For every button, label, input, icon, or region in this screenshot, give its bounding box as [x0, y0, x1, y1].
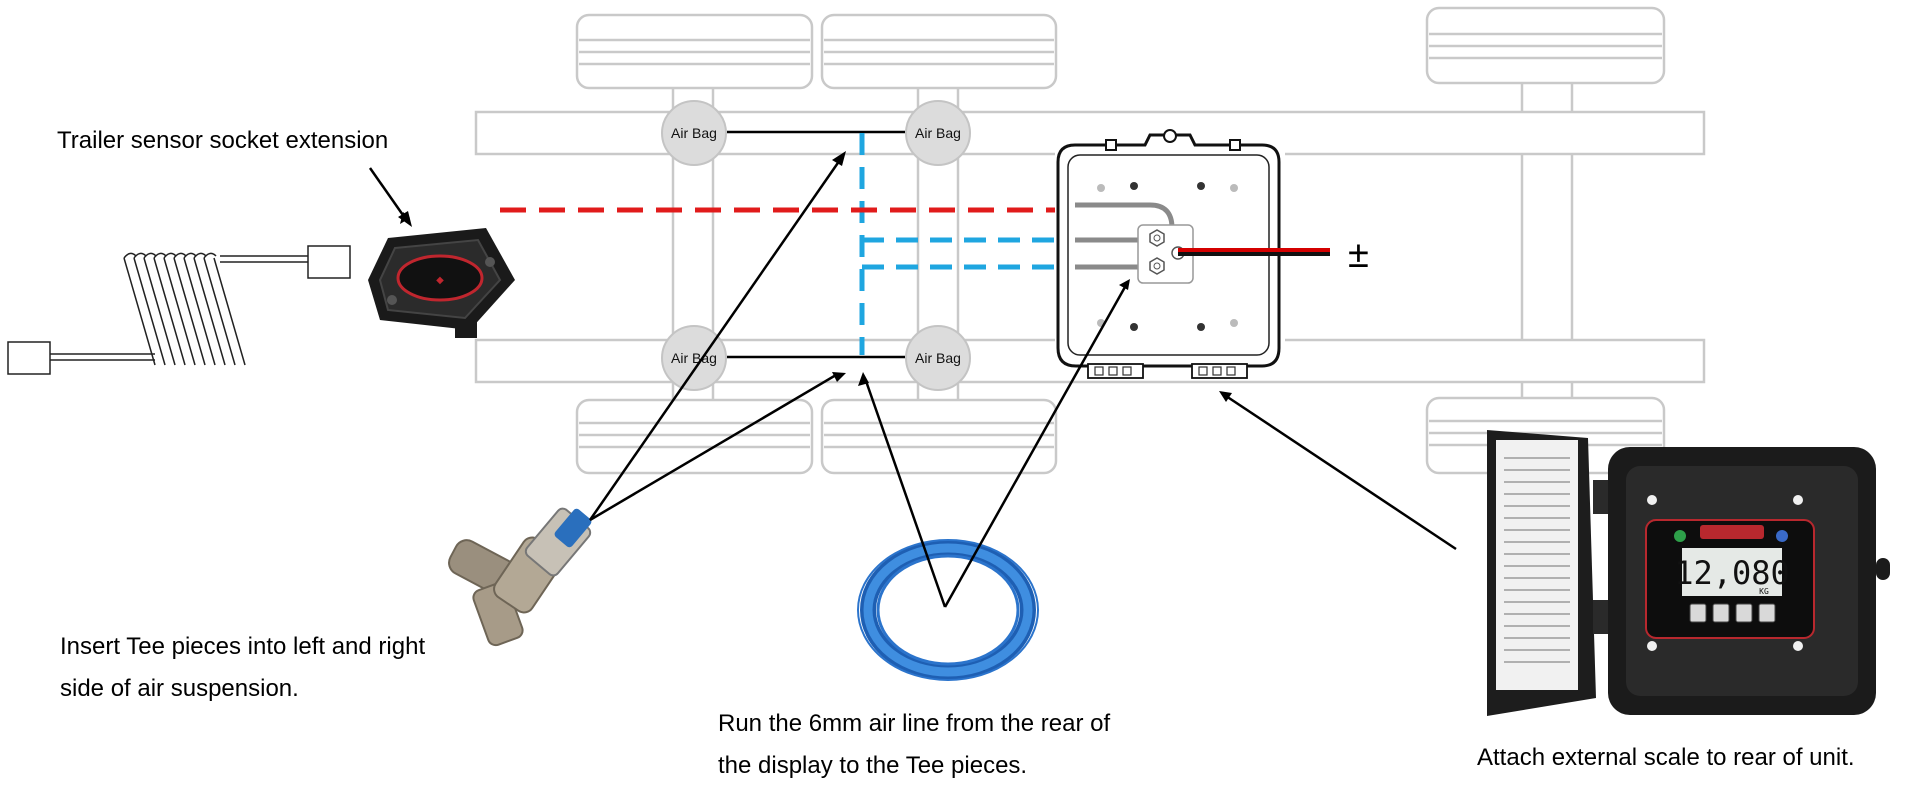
power-lead [1178, 248, 1330, 256]
pointer-arrows [588, 156, 1457, 608]
tee-label-line-2: side of air suspension. [60, 675, 299, 702]
air-bag-label: Air Bag [671, 350, 717, 366]
pointer-arrowheads [832, 151, 1232, 402]
air-line-coil-icon [857, 539, 1039, 681]
trailer-socket-label: Trailer sensor socket extension [57, 127, 389, 154]
air-bag-links [727, 130, 905, 359]
svg-text:◆: ◆ [436, 275, 444, 286]
scale-reading: 12,080 [1674, 554, 1790, 592]
air-bag-front-left-bottom: Air Bag [661, 325, 727, 391]
coiled-cable-icon [7, 245, 351, 375]
air-bag-front-right-bottom: Air Bag [905, 325, 971, 391]
air-bag-label: Air Bag [671, 125, 717, 141]
arrow-to-socket [368, 167, 407, 219]
air-bag-front-right-top: Air Bag [905, 100, 971, 166]
air-bag-label: Air Bag [915, 125, 961, 141]
air-line-label: Run the 6mm air line from the rear of th… [718, 703, 1110, 787]
tee-fitting-icon [448, 507, 592, 647]
wheel-front-right-bottom [820, 398, 1058, 475]
air-line-label-line-2: the display to the Tee pieces. [718, 752, 1028, 779]
scale-unit: KG [1759, 587, 1769, 596]
tee-label-line-1: Insert Tee pieces into left and right [60, 633, 426, 660]
power-symbol: ± [1348, 234, 1369, 276]
trailer-socket-icon: ◆ [368, 228, 515, 338]
air-line-label-line-1: Run the 6mm air line from the rear of [718, 710, 1111, 737]
external-scale-icon: 12,080 KG [1487, 430, 1890, 716]
wheel-front-right-top [820, 13, 1058, 90]
external-scale-label: Attach external scale to rear of unit. [1477, 744, 1855, 771]
wheel-front-left-top [575, 13, 814, 90]
tee-pieces-label: Insert Tee pieces into left and right si… [60, 626, 425, 710]
air-line-dashed [859, 133, 1090, 355]
air-bag-front-left-top: Air Bag [661, 100, 727, 166]
arrowhead-socket [398, 211, 412, 227]
air-bag-label: Air Bag [915, 350, 961, 366]
wheel-rear-top [1425, 6, 1666, 85]
